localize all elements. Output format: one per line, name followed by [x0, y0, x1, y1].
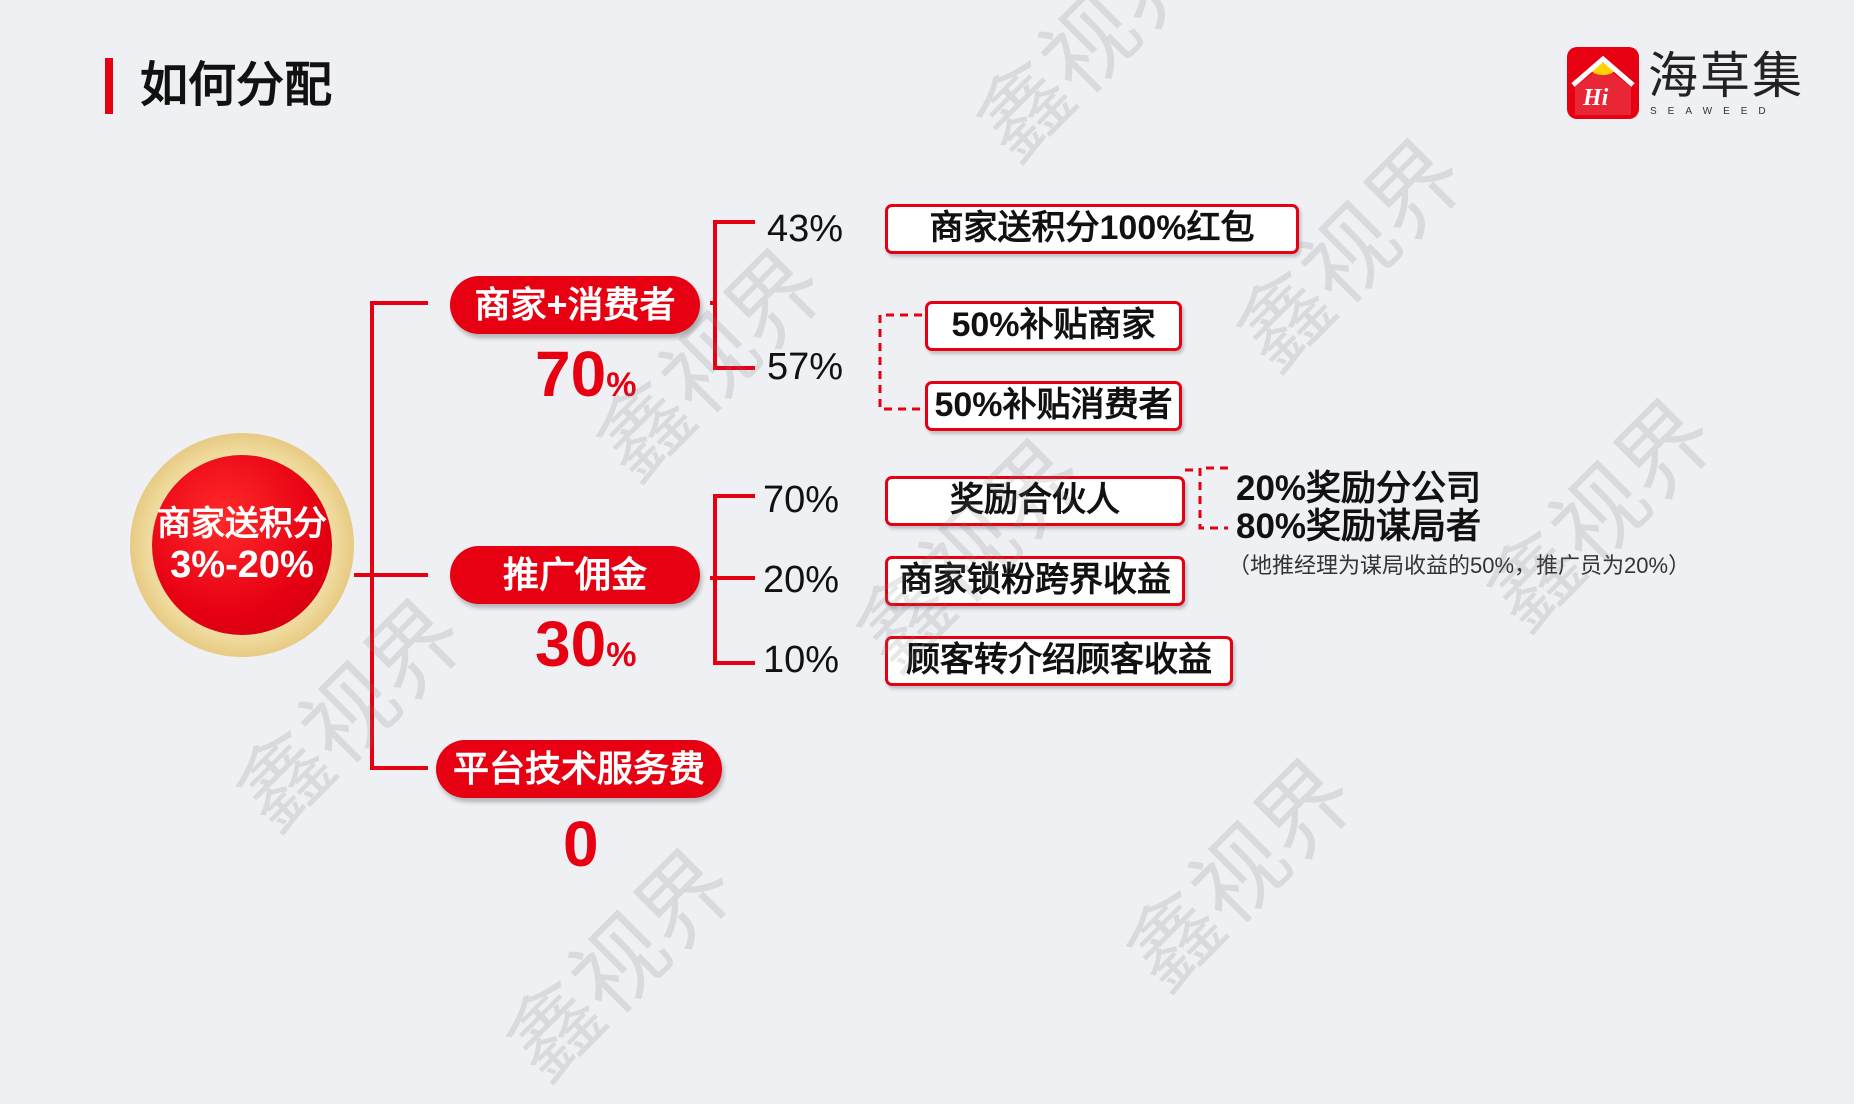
consumer-redpacket-box: 商家送积分100%红包: [885, 204, 1299, 254]
root-label: 商家送积分: [157, 505, 327, 543]
consumer-split-43: 43%: [767, 208, 844, 250]
slide: 如何分配 Hi 海草集 SEAWEED 商家送积分 3%-20% 商家+消费者 …: [105, 0, 1804, 1101]
customer-referral-box: 顾客转介绍顾客收益: [885, 636, 1233, 686]
reward-note: （地推经理为谋局收益的50%，推广员为20%）: [1228, 553, 1691, 578]
reward-strategist: 80%奖励谋局者: [1236, 507, 1482, 546]
branch-platform-percent: 0: [563, 808, 599, 880]
branch-commission-percent: 30%: [535, 608, 637, 680]
branch-consumer-percent: 70%: [535, 338, 637, 410]
partner-reward-box: 奖励合伙人: [885, 476, 1185, 526]
logo-subtitle: SEAWEED: [1650, 106, 1777, 117]
branch-commission-pill: 推广佣金: [450, 546, 700, 604]
branch-platform-pill: 平台技术服务费: [436, 740, 722, 798]
commission-split-20: 20%: [763, 559, 840, 601]
subsidy-dashed-bracket: [878, 313, 922, 411]
branch-consumer-pill: 商家+消费者: [450, 276, 700, 334]
logo-name: 海草集: [1648, 48, 1804, 104]
commission-split-10: 10%: [763, 639, 840, 681]
root-node: 商家送积分 3%-20%: [152, 455, 332, 635]
root-range: 3%-20%: [170, 544, 314, 586]
consumer-bracket: [713, 220, 755, 370]
reward-branch-company: 20%奖励分公司: [1236, 469, 1482, 508]
commission-split-70: 70%: [763, 479, 840, 521]
tree-connectors: [354, 220, 1228, 770]
subsidy-consumer-box: 50%补贴消费者: [925, 381, 1182, 431]
consumer-split-57: 57%: [767, 346, 844, 388]
root-branch-bracket: [370, 301, 428, 770]
partner-dashed-bracket: [1198, 466, 1228, 530]
title-accent-bar: [105, 58, 113, 114]
merchant-crossover-box: 商家锁粉跨界收益: [885, 556, 1185, 606]
logo-badge: Hi: [1583, 85, 1609, 111]
subsidy-merchant-box: 50%补贴商家: [925, 301, 1182, 351]
page-title: 如何分配: [140, 59, 333, 112]
logo-icon: Hi: [1567, 47, 1639, 119]
